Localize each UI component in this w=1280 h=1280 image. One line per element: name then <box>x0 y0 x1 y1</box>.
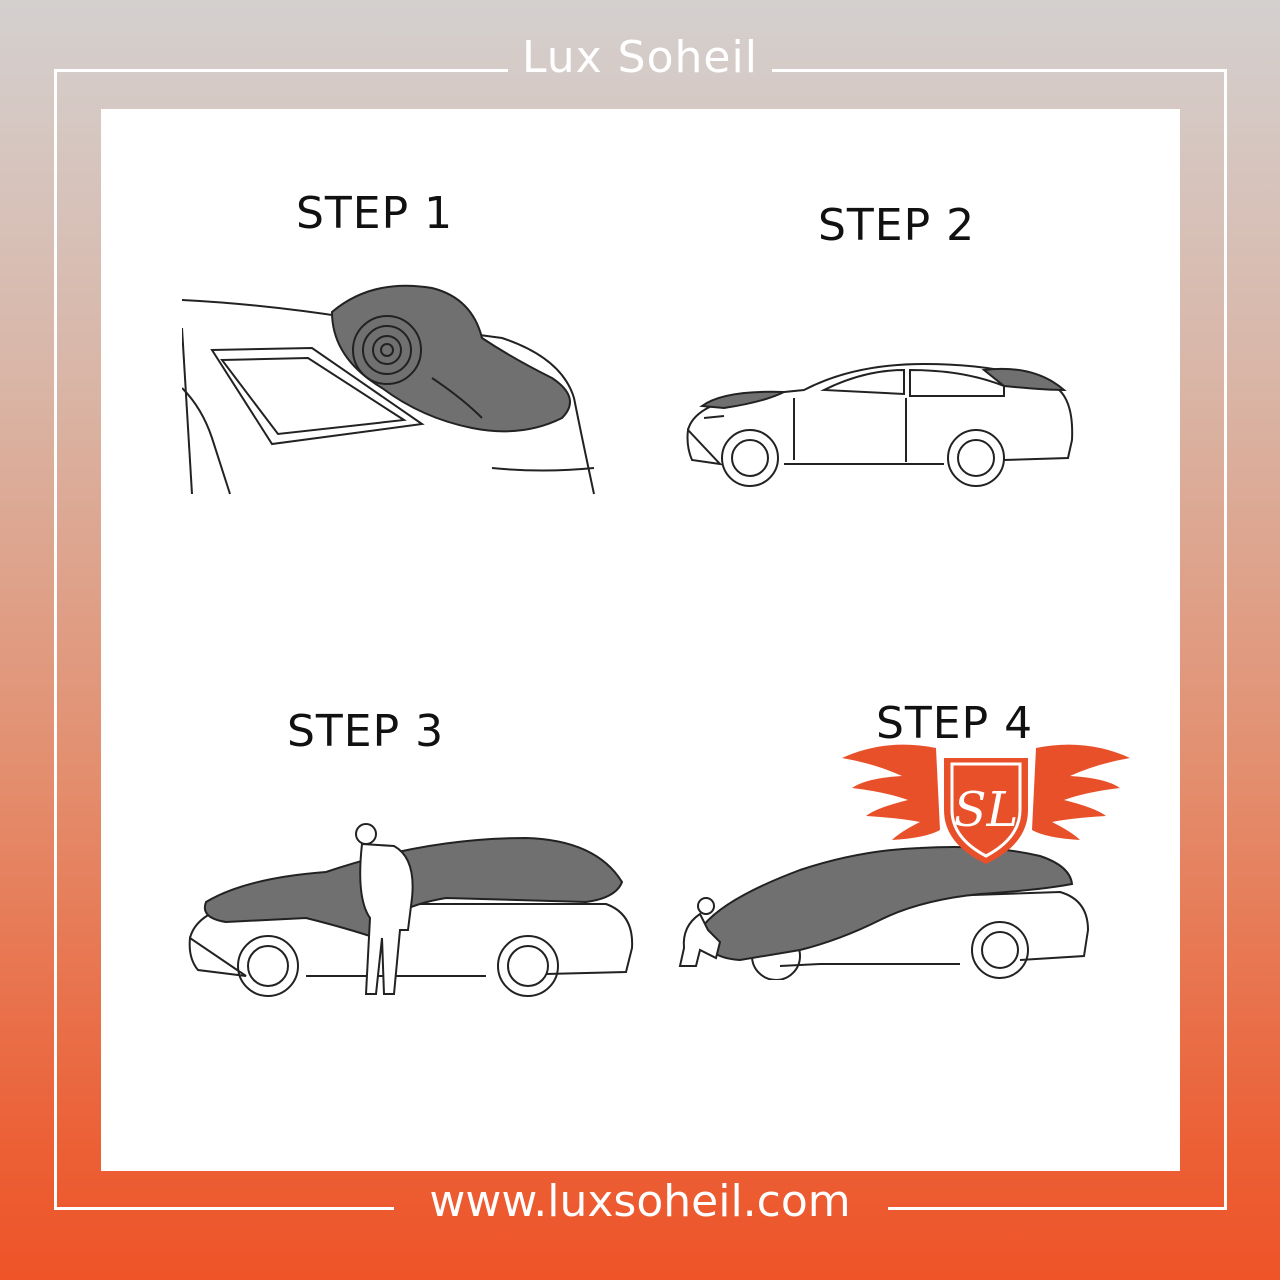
cover-on-roof <box>981 367 1067 392</box>
logo-monogram: SL <box>954 782 1019 838</box>
frame-right <box>1224 69 1227 1210</box>
left-wing <box>842 744 940 840</box>
crouching-person-figure <box>678 897 722 967</box>
frame-bottom-left <box>54 1207 394 1210</box>
frame-left <box>54 69 57 1210</box>
step-1-illustration <box>182 284 595 495</box>
step-3-label: STEP 3 <box>287 706 445 757</box>
cover-on-hood <box>699 390 785 410</box>
step-3-illustration <box>188 823 634 997</box>
brand-title: Lux Soheil <box>522 32 758 83</box>
frame-bottom-right <box>888 1207 1227 1210</box>
shield <box>944 758 1028 864</box>
step-4-label: STEP 4 <box>876 698 1034 749</box>
right-wing <box>1032 744 1130 840</box>
step-1-label: STEP 1 <box>296 188 454 239</box>
lux-soheil-logo: SL <box>842 744 1130 864</box>
step-4-illustration <box>678 846 1090 980</box>
rolled-cover <box>330 284 571 433</box>
step-2-label: STEP 2 <box>818 200 976 251</box>
step-2-illustration <box>686 362 1074 487</box>
brand-url[interactable]: www.luxsoheil.com <box>429 1176 851 1227</box>
person-figure <box>355 823 414 995</box>
frame-top-right <box>772 69 1227 72</box>
cover-full-draped <box>698 846 1074 962</box>
frame-top-left <box>54 69 508 72</box>
